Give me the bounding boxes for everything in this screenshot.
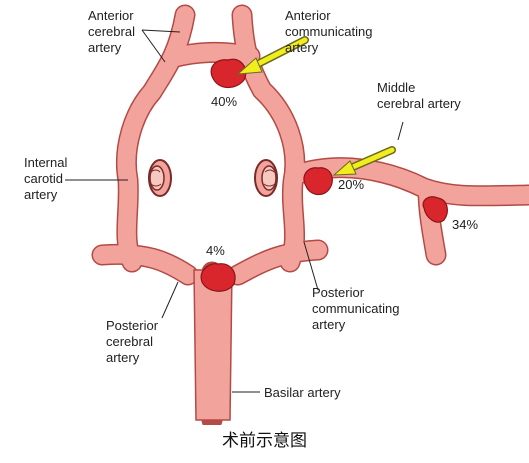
left-carotid-cut-end <box>148 159 172 197</box>
percent-anterior-communicating: 40% <box>211 94 237 109</box>
label-middle-cerebral-artery: Middle cerebral artery <box>377 80 461 111</box>
arrow-anterior-communicating <box>236 36 309 75</box>
arrow-middle-cerebral <box>332 146 396 176</box>
right-carotid-cut-end <box>254 159 278 197</box>
label-basilar-artery: Basilar artery <box>264 385 341 400</box>
aneurysm-middle-cerebral-branch <box>422 196 448 223</box>
circle-of-willis-diagram: Anterior cerebral artery Anterior commun… <box>24 4 529 425</box>
percent-middle-cerebral: 20% <box>338 177 364 192</box>
basilar-artery <box>193 269 233 421</box>
label-posterior-communicating-artery: Posterior communicating artery <box>312 285 403 332</box>
aneurysm-middle-cerebral <box>303 167 333 196</box>
label-posterior-cerebral-artery: Posterior cerebral artery <box>106 318 162 365</box>
label-anterior-cerebral-artery: Anterior cerebral artery <box>88 8 139 55</box>
aneurysm-anterior-communicating <box>210 58 247 89</box>
label-internal-carotid-artery: Internal carotid artery <box>24 155 71 202</box>
vessel-network <box>93 6 529 284</box>
percent-basilar-tip: 4% <box>206 243 225 258</box>
figure-caption: 术前示意图 <box>222 431 307 451</box>
percent-middle-cerebral-branch: 34% <box>452 217 478 232</box>
leader-lines <box>65 29 404 393</box>
aneurysm-basilar-tip <box>200 263 236 292</box>
label-anterior-communicating-artery: Anterior communicating artery <box>285 8 376 55</box>
